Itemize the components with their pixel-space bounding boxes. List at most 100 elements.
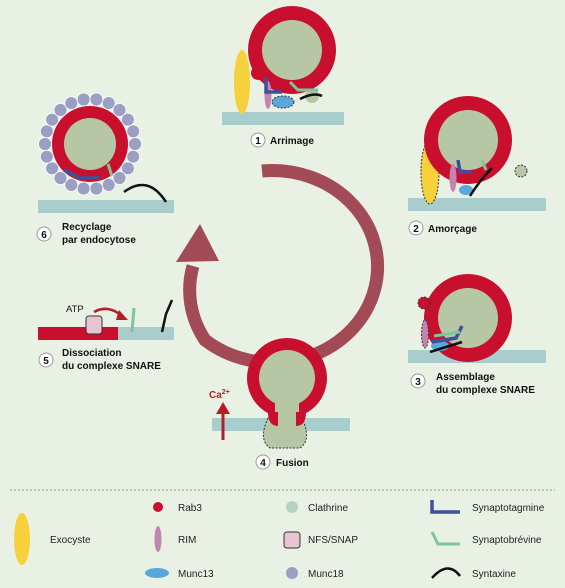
synaptotagmine (431, 325, 464, 344)
clathrin-unit (126, 149, 141, 164)
stage-1-docking: 1 Arrimage (222, 6, 344, 148)
legend-item-nfs-snap: NFS/SNAP (283, 531, 358, 549)
step-3-label-line2: du complexe SNARE (436, 385, 535, 396)
step-4-number: 4 (260, 458, 266, 469)
legend-label-nfs-snap: NFS/SNAP (308, 535, 358, 546)
membrane (222, 112, 344, 125)
calcium-arrowhead (216, 402, 230, 414)
clathrin-unit (39, 149, 54, 164)
nfs-snap-swatch (283, 531, 301, 549)
clathrin-unit (128, 137, 142, 151)
exocyste-swatch (14, 513, 30, 565)
vesicle-core (64, 118, 116, 170)
legend-item-munc18: Munc18 (286, 567, 344, 580)
step-5-label-line1: Dissociation (62, 348, 121, 359)
synaptobrevine (130, 307, 136, 333)
munc13 (271, 95, 295, 109)
clathrin-unit (112, 103, 127, 117)
synaptotagmine (63, 168, 100, 180)
step-3-label-line1: Assemblage (436, 372, 495, 383)
clathrin-unit (53, 103, 68, 117)
step-5-label-line2: du complexe SNARE (62, 361, 161, 372)
nfs-snap (85, 315, 103, 335)
clathrin-unit (64, 96, 79, 110)
fusion-rim-right (296, 412, 306, 426)
rab3 (251, 66, 265, 80)
exocyste (234, 50, 250, 114)
legend-item-rim: RIM (154, 526, 196, 552)
stage-3-snare-assembly: 3 Assemblage du complexe SNARE (408, 274, 546, 396)
synaptobrevine (106, 163, 114, 177)
clathrin-unit (112, 171, 127, 185)
vesicle-membrane-merged (38, 327, 118, 340)
legend-item-syntaxine: Syntaxine (431, 567, 516, 580)
synaptotagmine (456, 159, 472, 174)
clathrin-coat (38, 92, 142, 196)
clathrin-unit (39, 124, 54, 139)
step-1-badge (250, 132, 266, 148)
clathrine-swatch (286, 501, 298, 513)
syntaxine (160, 299, 174, 333)
legend-item-synaptobrevine: Synaptobrévine (430, 531, 542, 546)
vesicle-core (259, 350, 315, 406)
legend-label-synaptobrevine: Synaptobrévine (472, 535, 542, 546)
munc13-swatch (145, 568, 169, 578)
fusion-rim-left (268, 412, 278, 426)
cycle-arrow (176, 164, 385, 369)
step-6-number: 6 (41, 230, 47, 241)
munc18-swatch (286, 567, 298, 579)
clathrin-unit (126, 124, 141, 139)
clathrin-unit (76, 92, 91, 107)
calcium-label: Ca2+ (209, 389, 230, 401)
stage-6-recycling: 6 Recyclage par endocytose (36, 92, 174, 246)
clathrin-unit (121, 112, 135, 127)
legend-label-syntaxine: Syntaxine (472, 569, 516, 580)
synaptobrevine-swatch (430, 531, 460, 546)
clathrin-unit (101, 96, 116, 110)
legend-item-rab3: Rab3 (153, 502, 202, 514)
step-4-badge (255, 454, 271, 470)
step-1-number: 1 (255, 136, 261, 147)
step-4-label: Fusion (276, 458, 309, 469)
legend-label-clathrine: Clathrine (308, 503, 348, 514)
clathrin-unit (38, 137, 52, 151)
synaptotagmine (264, 78, 282, 94)
syntaxine (299, 93, 323, 101)
step-2-label: Amorçage (428, 224, 477, 235)
synaptobrevine (433, 330, 461, 338)
syntaxine (429, 340, 463, 354)
step-5-number: 5 (43, 356, 49, 367)
legend-label-munc18: Munc18 (308, 569, 344, 580)
legend-item-clathrine: Clathrine (286, 501, 348, 514)
clathrin-unit (89, 181, 104, 196)
step-2-badge (408, 220, 424, 236)
legend-label-munc13: Munc13 (178, 569, 214, 580)
step-6-label-line2: par endocytose (62, 235, 136, 246)
synaptobrevine (480, 159, 488, 171)
released-content (263, 417, 307, 449)
step-3-number: 3 (415, 377, 421, 388)
legend-item-exocyste: Exocyste (14, 513, 91, 565)
membrane (38, 200, 174, 213)
rab3 (417, 296, 431, 310)
fusion-pore (275, 400, 299, 422)
rab3-swatch (153, 502, 163, 512)
step-2-number: 2 (413, 224, 419, 235)
legend: Exocyste Rab3 RIM Munc13 Clathrine NFS/S… (10, 489, 555, 580)
clathrin-unit (121, 161, 135, 176)
legend-label-synaptotagmine: Synaptotagmine (472, 503, 545, 514)
clathrin-unit (45, 161, 59, 176)
rim-swatch (154, 526, 162, 552)
vesicle-core (438, 110, 498, 170)
rim (449, 164, 457, 192)
step-6-label-line1: Recyclage (62, 222, 112, 233)
legend-label-rab3: Rab3 (178, 503, 202, 514)
synaptotagmine-swatch (430, 500, 460, 514)
legend-item-synaptotagmine: Synaptotagmine (430, 500, 545, 514)
step-6-badge (36, 226, 52, 242)
clathrin-unit (89, 92, 104, 107)
munc13 (459, 185, 473, 195)
synaptobrevine (288, 80, 318, 92)
atp-arrowhead (116, 310, 128, 320)
